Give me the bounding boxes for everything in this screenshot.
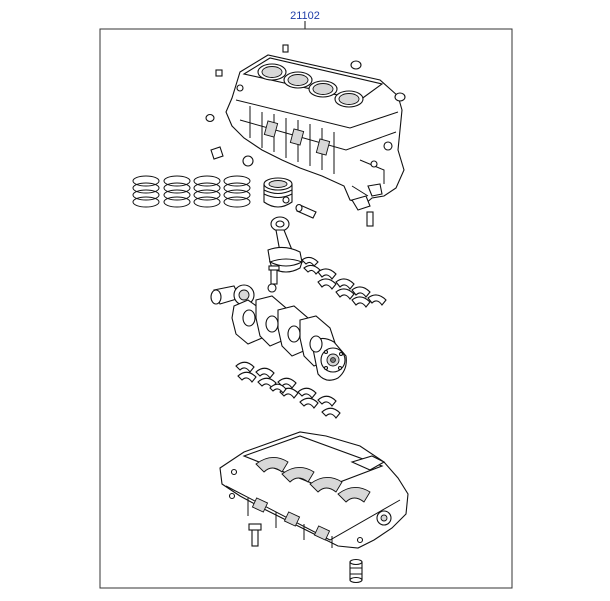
block-bearing-caps bbox=[351, 183, 383, 227]
diagram-frame bbox=[99, 28, 513, 589]
cylinder-block[interactable] bbox=[225, 54, 405, 205]
plug-left bbox=[205, 113, 215, 123]
piston[interactable] bbox=[263, 177, 293, 208]
bedplate-bolt[interactable] bbox=[248, 523, 262, 547]
bearing-saddle-4 bbox=[337, 487, 371, 503]
lower-main-bearings[interactable] bbox=[235, 361, 341, 419]
lower-crankcase[interactable] bbox=[219, 431, 409, 549]
dowel-pin-left bbox=[215, 69, 223, 77]
oil-filter-fitting[interactable] bbox=[349, 558, 363, 584]
crankshaft[interactable] bbox=[210, 283, 347, 381]
ring-set-2 bbox=[163, 175, 191, 208]
block-plugs[interactable] bbox=[205, 44, 406, 167]
crank-key bbox=[267, 283, 277, 293]
piston-ring-sets[interactable] bbox=[132, 175, 251, 208]
ring-set-3 bbox=[193, 175, 221, 208]
bearing-saddle-2 bbox=[281, 467, 315, 483]
sensor-plug bbox=[242, 155, 254, 167]
piston-pin[interactable] bbox=[295, 203, 317, 219]
rod-cap-bolt[interactable] bbox=[268, 265, 280, 285]
upper-main-bearings[interactable] bbox=[301, 256, 387, 308]
plug-top-right bbox=[350, 60, 362, 70]
bearing-saddle-1 bbox=[255, 457, 289, 473]
part-number-callout[interactable]: 21102 bbox=[290, 10, 320, 22]
ring-set-4 bbox=[223, 175, 251, 208]
bearing-saddle-3 bbox=[309, 477, 343, 493]
stud-bolt bbox=[210, 146, 224, 160]
ring-set-1 bbox=[132, 175, 160, 208]
plug-right bbox=[394, 92, 406, 102]
plug-top bbox=[282, 44, 289, 53]
